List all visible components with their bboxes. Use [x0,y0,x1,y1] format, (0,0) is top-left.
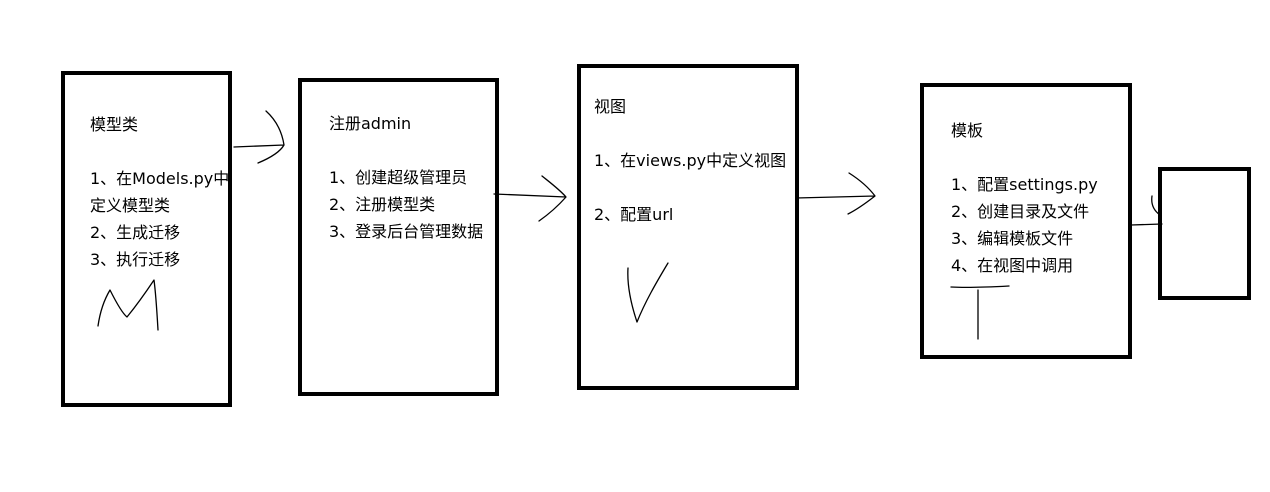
scribble-m [97,279,159,331]
register-box-title: 注册admin [329,114,412,133]
scribble-v [627,262,669,323]
arrow-model-to-register [233,110,285,164]
view-step-2: 2、配置url [594,205,674,224]
model-step-1: 1、在Models.py中 [90,169,230,188]
view-box [577,64,799,390]
arrow-view-to-template [795,172,876,215]
model-box-text: 模型类 1、在Models.py中 定义模型类 2、生成迁移 3、执行迁移 [90,111,229,273]
register-step-1: 1、创建超级管理员 [329,168,468,187]
view-box-text: 视图 1、在views.py中定义视图 2、配置url [594,93,786,228]
register-admin-box [298,78,499,396]
template-box-title: 模板 [951,121,984,140]
template-step-3: 3、编辑模板文件 [951,229,1074,248]
view-box-title: 视图 [594,97,627,116]
template-box-text: 模板 1、配置settings.py 2、创建目录及文件 3、编辑模板文件 4、… [951,117,1098,279]
view-step-1: 1、在views.py中定义视图 [594,151,787,170]
model-step-3: 3、执行迁移 [90,250,181,269]
template-step-1: 1、配置settings.py [951,175,1098,194]
arrow-template-to-box [1130,195,1163,226]
register-step-3: 3、登录后台管理数据 [329,222,484,241]
template-step-4: 4、在视图中调用 [951,256,1074,275]
scribble-t [950,285,1010,340]
model-box [61,71,232,407]
register-box-text: 注册admin 1、创建超级管理员 2、注册模型类 3、登录后台管理数据 [329,110,483,245]
empty-box [1158,167,1251,300]
model-step-2: 2、生成迁移 [90,223,181,242]
model-box-title: 模型类 [90,115,139,134]
arrow-register-to-view [493,175,567,222]
register-step-2: 2、注册模型类 [329,195,436,214]
template-box [920,83,1132,359]
model-step-1-cont: 定义模型类 [90,196,171,215]
template-step-2: 2、创建目录及文件 [951,202,1090,221]
